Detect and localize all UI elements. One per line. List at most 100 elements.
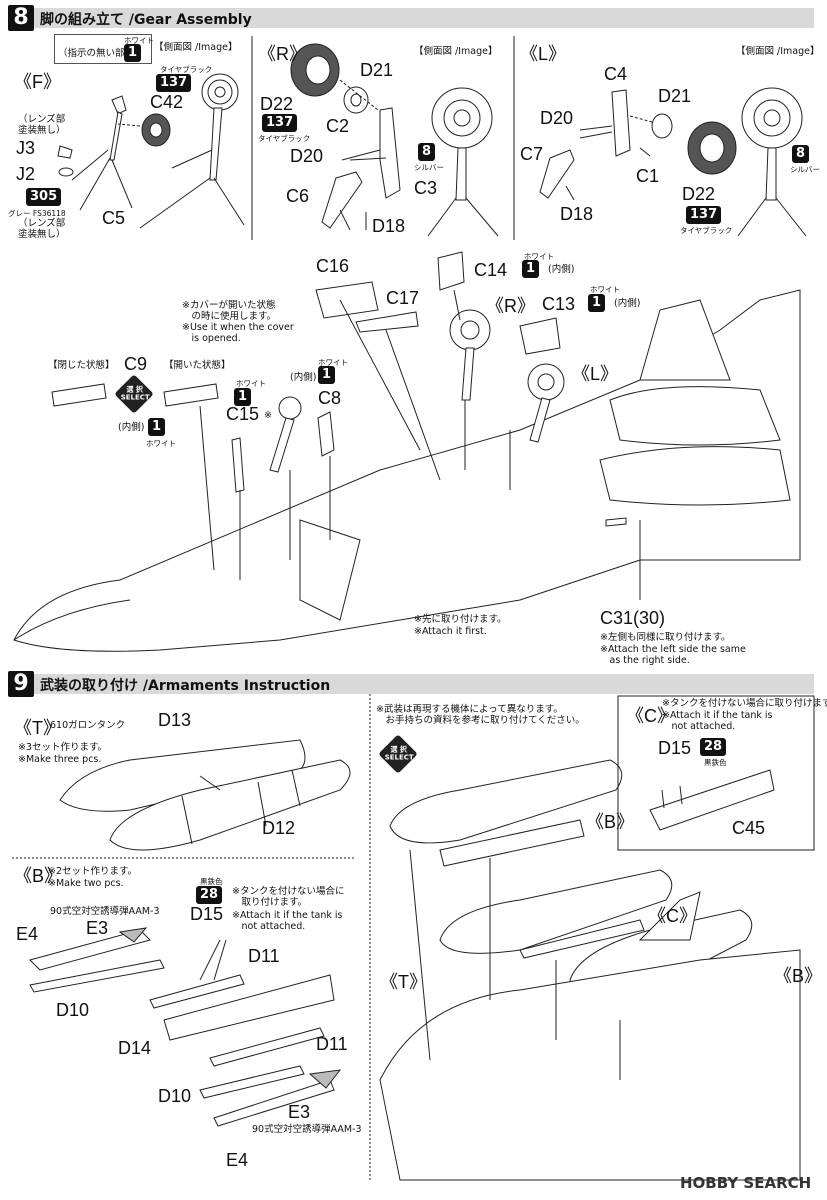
aircraft-gear-view — [13, 251, 801, 652]
c8-label: C8 — [318, 388, 342, 408]
c9-badge-caption: ホワイト — [236, 379, 266, 388]
b-d11-bottom: D11 — [316, 1034, 348, 1054]
aam3-pylon-assembly — [29, 927, 342, 1127]
f-j2-caption: グレー FS36118 — [8, 209, 66, 218]
r-c2-label: C2 — [326, 116, 350, 136]
step8-title: 脚の組み立て /Gear Assembly — [40, 12, 252, 28]
b-aam-top: 90式空対空誘導弾AAM-3 — [50, 906, 160, 917]
right-c-tag: 《C》 — [648, 906, 697, 926]
b-note-en: ※Make two pcs. — [48, 878, 124, 889]
inner-left: (内側) — [118, 422, 145, 433]
l-silver-badge: 8 — [792, 145, 810, 163]
r-silver-caption: シルバー — [414, 163, 444, 172]
first-note-en: ※Attach it first. — [414, 626, 487, 637]
l-side-view — [737, 87, 807, 237]
c9-badge: 1 — [234, 388, 252, 406]
left-note-jp: ※左側も同様に取り付けます。 — [600, 632, 731, 643]
t-d13-label: D13 — [158, 710, 192, 730]
cover-note-en: ※Use it when the cover is opened. — [182, 322, 294, 344]
l-d22-caption: タイヤブラック — [680, 226, 733, 235]
c14-label: C14 — [474, 260, 508, 280]
r-tag: 《R》 — [258, 44, 307, 64]
first-note-jp: ※先に取り付けます。 — [414, 614, 507, 625]
c31-label: C31(30) — [600, 608, 666, 628]
t-d12-label: D12 — [262, 818, 296, 838]
l-gear-parts — [539, 89, 737, 201]
no-instruction-box — [54, 34, 152, 64]
c-tag: 《C》 — [626, 706, 675, 726]
f-j2-label: J2 — [16, 164, 36, 184]
c14-inner: (内側) — [548, 264, 575, 275]
t-note-jp: ※3セット作ります。 — [18, 742, 108, 753]
c9-label: C9 — [124, 354, 148, 374]
r-gear-parts — [290, 43, 401, 231]
c8-inner: (内側) — [290, 372, 317, 383]
f-side-view-label: 【側面図 /Image】 — [154, 42, 238, 53]
c-c45-label: C45 — [732, 818, 766, 838]
c8-caption: ホワイト — [318, 358, 348, 367]
inner-left-badge: 1 — [148, 418, 166, 436]
l-d22-label: D22 — [682, 184, 716, 204]
no-instruction-badge: 1 — [124, 44, 142, 62]
l-d22-badge: 137 — [686, 206, 722, 224]
l-d21-label: D21 — [658, 86, 692, 106]
b-note-jp: ※2セット作ります。 — [48, 866, 138, 877]
b-e4-bottom: E4 — [226, 1150, 249, 1170]
b-e3-top: E3 — [86, 918, 109, 938]
b-tank-note-jp: ※タンクを付けない場合に 取り付けます。 — [232, 886, 345, 908]
l-tag: 《L》 — [520, 44, 567, 64]
r-tag-main: 《R》 — [486, 296, 535, 316]
r-d18-label: D18 — [372, 216, 406, 236]
inner-left-caption: ホワイト — [146, 439, 176, 448]
l-silver-caption: シルバー — [790, 165, 820, 174]
r-c6-label: C6 — [286, 186, 310, 206]
c-badge: 28 — [700, 738, 727, 756]
l-d20-label: D20 — [540, 108, 574, 128]
b-d14: D14 — [118, 1038, 152, 1058]
r-d20-label: D20 — [290, 146, 324, 166]
c16-label: C16 — [316, 256, 350, 276]
t-note-en: ※Make three pcs. — [18, 754, 102, 765]
b-tag: 《B》 — [14, 866, 63, 886]
r-side-view — [427, 87, 499, 237]
select-text: 選 択 SELECT — [120, 385, 150, 402]
f-j3-label: J3 — [16, 138, 36, 158]
l-tag-main: 《L》 — [572, 364, 619, 384]
f-c42-badge: 137 — [156, 74, 192, 92]
f-gear-strut — [57, 95, 171, 211]
c15-mark: ※ — [264, 410, 272, 421]
left-note-en: ※Attach the left side the same as the ri… — [600, 644, 746, 666]
f-j2-badge: 305 — [26, 188, 62, 206]
armament-aircraft-view — [379, 759, 801, 1181]
l-d18-label: D18 — [560, 204, 594, 224]
step9-title: 武装の取り付け /Armaments Instruction — [40, 678, 331, 694]
b-d10-top: D10 — [56, 1000, 90, 1020]
b-d15-label: D15 — [190, 904, 224, 924]
l-side-view-label: 【側面図 /Image】 — [736, 46, 820, 57]
c15-label: C15 — [226, 404, 260, 424]
c-d15-label: D15 — [658, 738, 692, 758]
r-d21-label: D21 — [360, 60, 394, 80]
r-silver-badge: 8 — [418, 143, 436, 161]
r-d22-caption: タイヤブラック — [258, 134, 311, 143]
b-e3-bottom: E3 — [288, 1102, 311, 1122]
c13-caption: ホワイト — [590, 285, 620, 294]
b-tank-note-en: ※Attach it if the tank is not attached. — [232, 910, 343, 932]
f-side-view — [139, 73, 245, 229]
c13-label: C13 — [542, 294, 576, 314]
r-d22-badge: 137 — [262, 114, 298, 132]
b-e4-top: E4 — [16, 924, 39, 944]
step8-number: 8 — [8, 5, 34, 31]
t-name: 610ガロンタンク — [50, 720, 126, 731]
c-badge-caption: 黒鉄色 — [704, 758, 727, 767]
f-c42-caption: タイヤブラック — [160, 65, 213, 74]
t-tag: 《T》 — [14, 718, 61, 738]
r-c3-label: C3 — [414, 178, 438, 198]
f-lens-note-2: （レンズ部 塗装無し） — [18, 218, 66, 240]
f-tag: 《F》 — [14, 72, 61, 92]
c-note-jp: ※タンクを付けない場合に取り付けます。 — [662, 698, 827, 709]
f-c5-label: C5 — [102, 208, 126, 228]
closed-state-label: 【閉じた状態】 — [48, 360, 115, 371]
c13-badge: 1 — [588, 294, 606, 312]
